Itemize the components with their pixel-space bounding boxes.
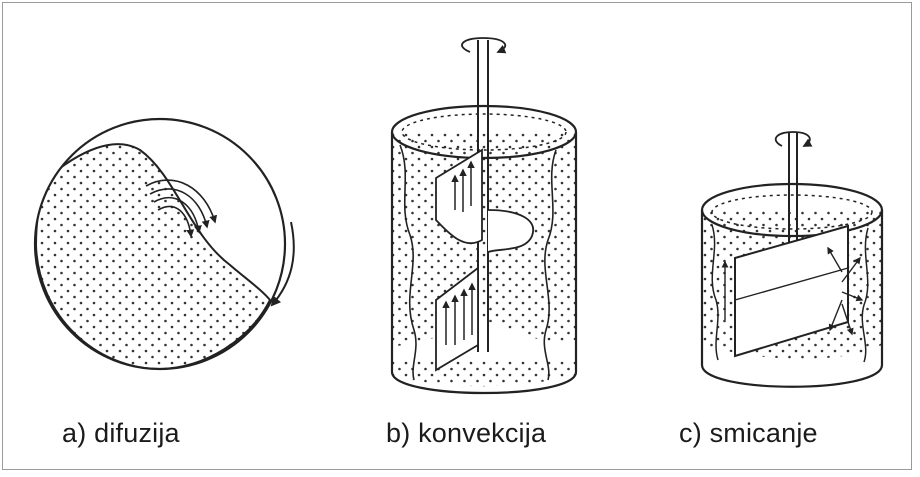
- powder-bed: [36, 144, 270, 369]
- shaft-rotation-arrow-c: [776, 132, 810, 146]
- shear-mixer: [702, 132, 882, 387]
- shaft-rotation-arrow: [462, 38, 505, 52]
- caption-convection: b) konvekcija: [386, 418, 546, 449]
- convection-mixer: [392, 38, 576, 393]
- caption-shear: c) smicanje: [679, 418, 818, 449]
- caption-diffusion: a) difuzija: [62, 418, 180, 449]
- diffusion-drum: [35, 119, 294, 369]
